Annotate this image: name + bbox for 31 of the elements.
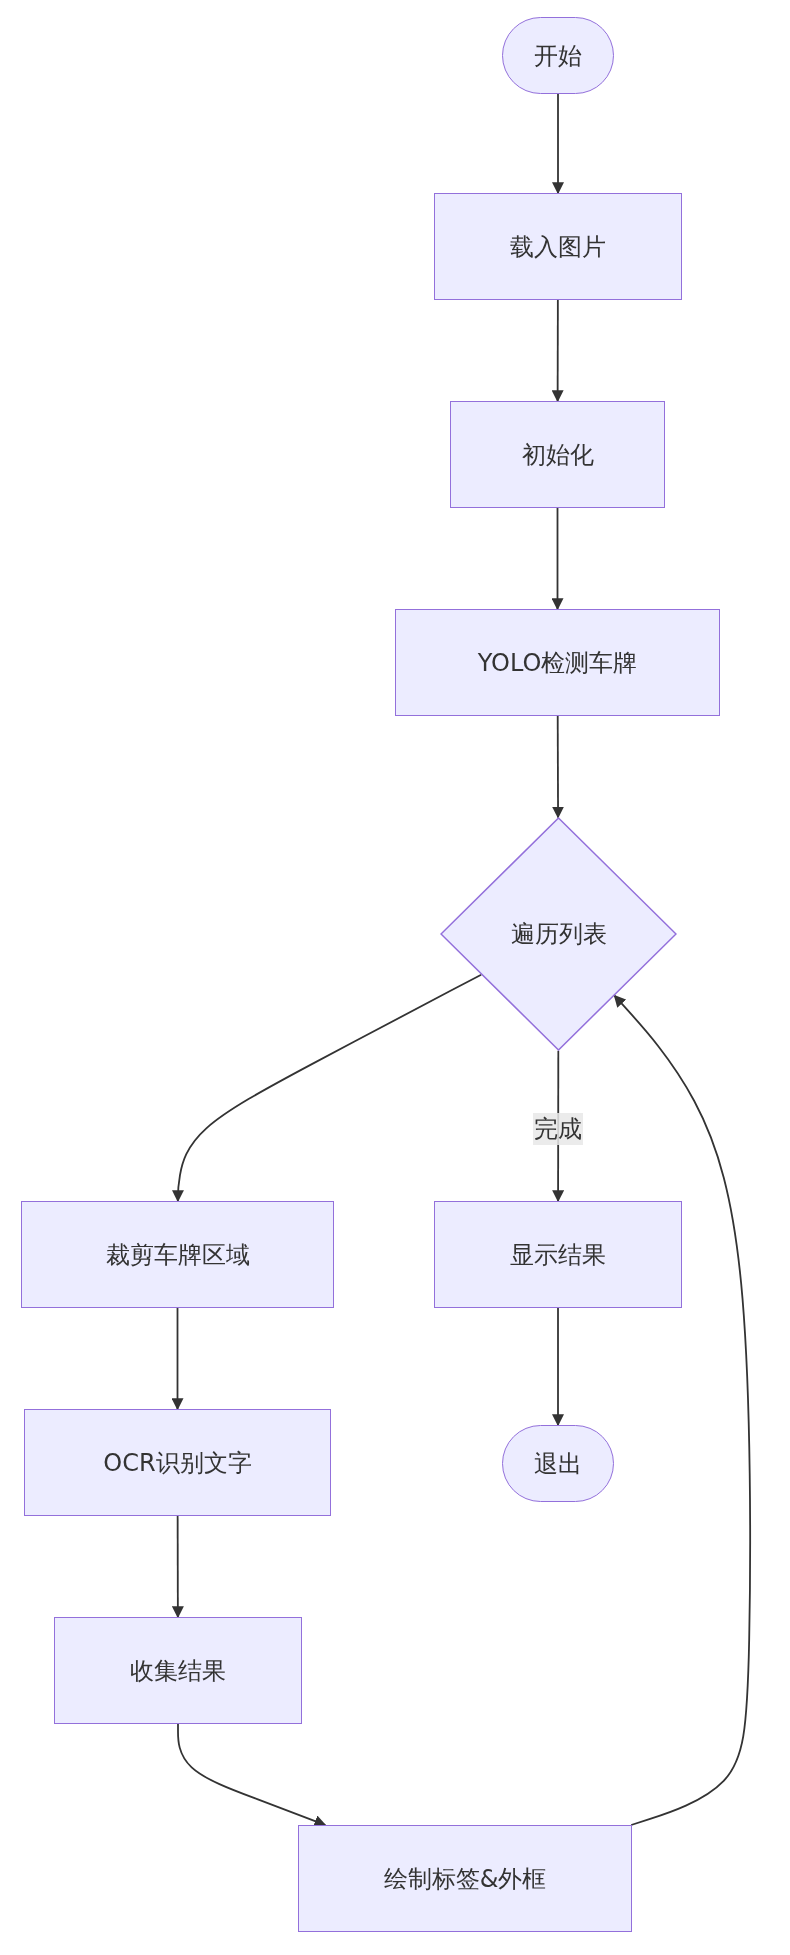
arrow bbox=[551, 507, 564, 611]
node-label: 显示结果 bbox=[510, 1239, 606, 1271]
edge-label: 完成 bbox=[533, 1113, 583, 1145]
node-label: 初始化 bbox=[521, 439, 594, 471]
arrow bbox=[552, 715, 565, 819]
node-label: YOLO检测车牌 bbox=[477, 647, 638, 679]
arrow bbox=[171, 973, 483, 1203]
node-label: OCR识别文字 bbox=[103, 1447, 252, 1479]
process-box bbox=[434, 193, 682, 300]
node-label: 开始 bbox=[534, 40, 582, 72]
arrow bbox=[171, 1307, 184, 1411]
process-box bbox=[395, 609, 720, 716]
node-label: 载入图片 bbox=[510, 231, 606, 263]
process-box bbox=[298, 1825, 632, 1932]
arrow bbox=[551, 299, 564, 403]
process-box bbox=[434, 1201, 682, 1308]
arrow bbox=[177, 1723, 327, 1827]
arrow bbox=[552, 1307, 564, 1427]
process-box bbox=[450, 401, 665, 508]
node-label: 绘制标签&外框 bbox=[383, 1863, 547, 1895]
process-box bbox=[24, 1409, 331, 1516]
arrow bbox=[171, 1515, 184, 1619]
decision-diamond bbox=[440, 817, 677, 1051]
node-label: 收集结果 bbox=[130, 1655, 226, 1687]
arrow bbox=[552, 93, 564, 195]
arrow bbox=[613, 994, 752, 1826]
node-label: 退出 bbox=[534, 1448, 582, 1480]
process-box bbox=[54, 1617, 302, 1724]
node-label: 裁剪车牌区域 bbox=[105, 1239, 250, 1271]
process-box bbox=[21, 1201, 334, 1308]
node-label: 遍历列表 bbox=[510, 919, 607, 950]
